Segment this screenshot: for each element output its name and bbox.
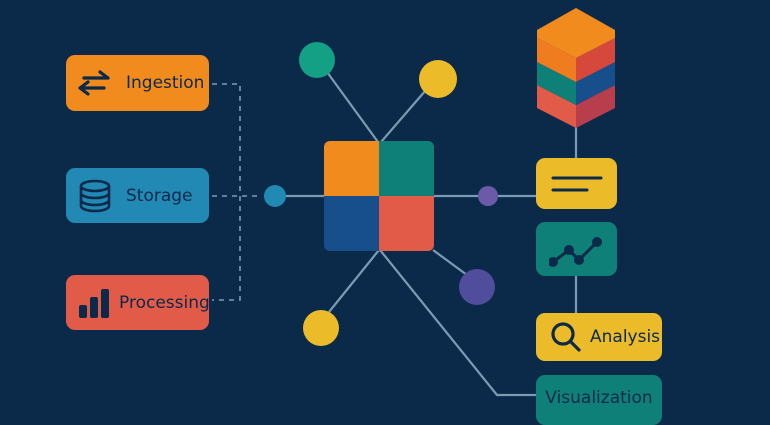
- text-lines-icon: [549, 174, 605, 194]
- database-icon: [78, 179, 112, 213]
- bar-chart-icon: [77, 287, 113, 319]
- node-label: Storage: [126, 185, 193, 206]
- node-label: Processing: [119, 292, 210, 313]
- node-circle-purple-small: [478, 186, 498, 206]
- node-circle-green: [299, 42, 335, 78]
- node-circle-purple: [459, 269, 495, 305]
- node-ingestion[interactable]: Ingestion: [66, 55, 209, 111]
- node-label: Ingestion: [126, 73, 205, 93]
- node-circle-yellow-bottom: [303, 310, 339, 346]
- node-line-chart[interactable]: [536, 222, 617, 276]
- node-analysis[interactable]: Analysis: [536, 313, 662, 361]
- connectors: [286, 71, 578, 397]
- node-processing[interactable]: Processing: [66, 275, 210, 330]
- line-chart-icon: [548, 230, 605, 268]
- hub-grid-icon[interactable]: [324, 141, 434, 251]
- arrows-exchange-icon: [76, 68, 112, 98]
- node-circle-yellow-top: [419, 60, 457, 98]
- node-label: Analysis: [590, 327, 661, 347]
- dashed-bracket: [212, 83, 262, 301]
- node-storage[interactable]: Storage: [66, 168, 209, 223]
- node-circle-blue: [264, 185, 286, 207]
- magnifier-icon: [550, 321, 582, 353]
- node-label: Visualization: [545, 388, 653, 408]
- node-visualization[interactable]: Visualization: [536, 375, 662, 425]
- node-document[interactable]: [536, 158, 617, 209]
- layered-cube-icon: [537, 8, 615, 128]
